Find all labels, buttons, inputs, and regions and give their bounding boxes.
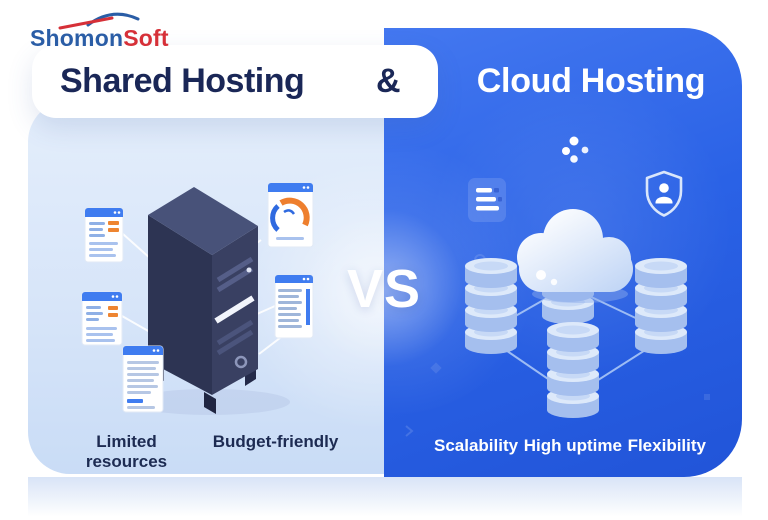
cloud-highlight <box>536 270 546 280</box>
cloud-hosting-panel: Cloud Hosting <box>384 28 742 477</box>
brand-name: ShomonSoft <box>30 25 169 52</box>
feature-limited-resources: Limited resources <box>85 432 168 471</box>
brand-name-secondary: Soft <box>123 25 169 51</box>
database-stack-icon <box>635 258 687 354</box>
browser-card-icon <box>122 345 164 413</box>
feature-flexibility: Flexibility <box>627 436 706 455</box>
bottom-reflection <box>28 477 742 517</box>
feature-scalability: Scalability <box>434 436 519 455</box>
brand-logo: ShomonSoft <box>30 6 180 58</box>
browser-card-icon <box>274 274 314 339</box>
server-tower-icon <box>148 187 258 414</box>
feature-budget-friendly: Budget-friendly <box>212 432 339 451</box>
cloud-highlight <box>550 278 558 286</box>
cloud-icon <box>517 209 633 292</box>
shared-hosting-panel: Limited resources Budget-friendly <box>28 100 384 474</box>
browser-card-icon <box>81 291 123 346</box>
shared-hosting-title: Shared Hosting <box>60 62 305 100</box>
shared-hosting-header: Shared Hosting & <box>32 45 438 118</box>
vs-label: VS <box>346 259 422 319</box>
database-stack-icon <box>547 322 599 418</box>
list-icon <box>468 178 506 222</box>
dots-cluster-icon <box>562 136 589 163</box>
server-illustration <box>81 182 314 415</box>
cloud-hosting-title: Cloud Hosting <box>476 62 706 100</box>
database-stack-icon <box>465 258 517 354</box>
browser-card-icon <box>84 207 124 263</box>
feature-high-uptime: High uptime <box>523 436 622 455</box>
logo-swoosh-icon <box>58 12 140 30</box>
cloud-network-illustration <box>405 136 710 437</box>
ampersand: & <box>375 62 401 100</box>
brand-name-primary: Shomon <box>30 25 124 51</box>
vs-glow <box>302 206 466 370</box>
cloud-feature-list: Scalability High uptime Flexibility <box>384 436 742 456</box>
gauge-card-icon <box>267 182 314 248</box>
shield-user-icon <box>645 170 683 217</box>
